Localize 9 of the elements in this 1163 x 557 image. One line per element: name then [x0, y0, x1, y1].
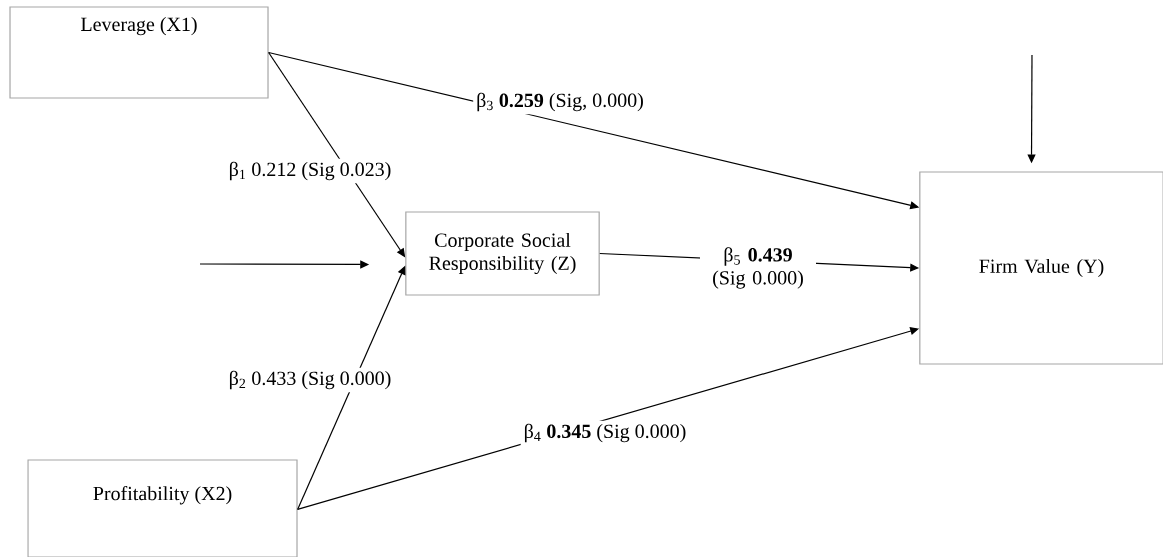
edge-label: β$_{4}$ 0.345 (Sig 0.000) [520, 420, 690, 446]
box: Leverage (X1) [9, 6, 269, 99]
edge-label: β$_{2}$ 0.433 (Sig 0.000) [225, 367, 395, 393]
edge-label: β$_{3}$ 0.259 (Sig, 0.000) [473, 89, 647, 115]
box: Corporate Social Responsibility (Z) [405, 211, 600, 296]
box: Firm Value (Y) [919, 171, 1163, 365]
edge-label: β$_{5}$ 0.439 (Sig 0.000) [700, 244, 816, 292]
box: Profitability (X2) [27, 459, 298, 557]
edge-label: β$_{1}$ 0.212 (Sig 0.023) [225, 158, 395, 184]
